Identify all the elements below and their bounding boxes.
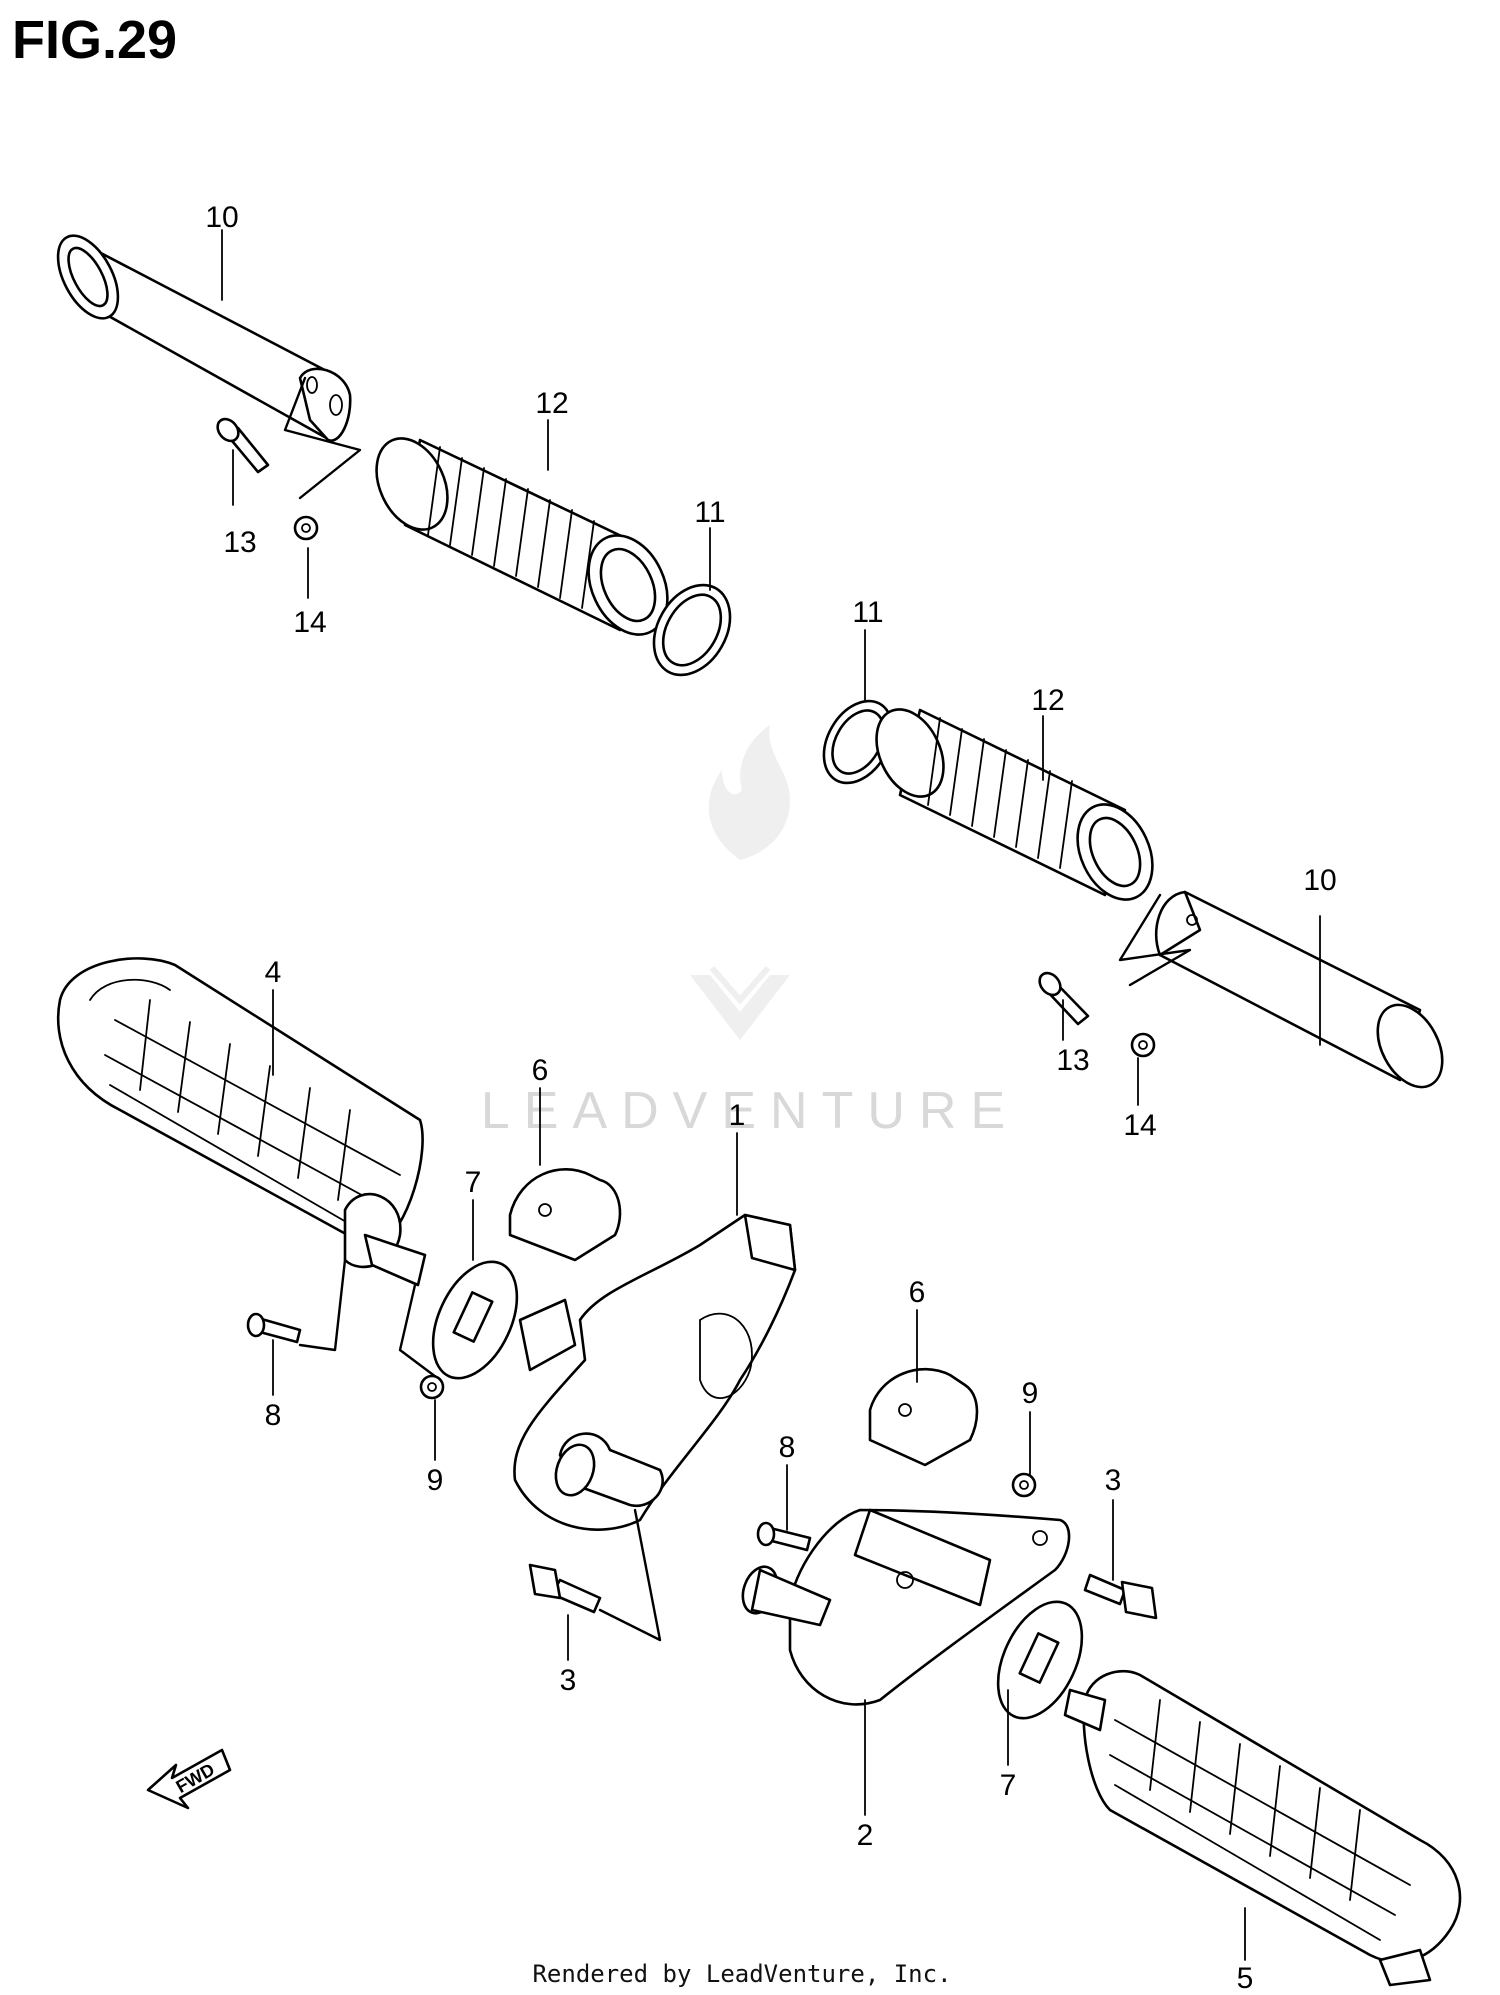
callout-4: 4 (265, 956, 282, 989)
callout-10: 10 (1303, 864, 1336, 897)
clip-right-9 (1011, 1472, 1037, 1498)
bolt-left-8 (246, 1312, 302, 1344)
figure-title: FIG.29 (12, 10, 177, 70)
callout-8: 8 (779, 1431, 796, 1464)
callout-12: 12 (1031, 684, 1064, 717)
plate-right-7 (996, 1600, 1084, 1720)
clevis-pin-right (1038, 971, 1090, 1026)
callout-14: 14 (1123, 1109, 1156, 1142)
washer-top (652, 583, 732, 677)
clip-right (1130, 1032, 1156, 1058)
callout-11: 11 (852, 596, 883, 629)
callout-11: 11 (694, 496, 725, 529)
plate-left-7 (431, 1260, 519, 1380)
footpeg-left (56, 957, 427, 1287)
callout-8: 8 (265, 1399, 282, 1432)
leader-bracket-top-left (283, 376, 362, 500)
peg-bar-right (1154, 890, 1444, 1089)
callout-leaders (221, 229, 1321, 1961)
callout-6: 6 (532, 1054, 549, 1087)
callout-13: 13 (223, 526, 256, 559)
callout-3: 3 (560, 1664, 577, 1697)
cover-left-6 (508, 1168, 622, 1262)
clip-left (293, 515, 319, 541)
footer-credit: Rendered by LeadVenture, Inc. (532, 1960, 951, 1988)
bracket-2 (741, 1508, 1071, 1706)
peg-rubber-right (875, 708, 1154, 901)
leader-bracket-left-a (298, 1258, 347, 1352)
peg-bar-left (56, 234, 352, 442)
callout-1: 1 (729, 1099, 746, 1132)
callout-12: 12 (535, 387, 568, 420)
callout-3: 3 (1105, 1464, 1122, 1497)
leader-bracket-left-c (598, 1508, 662, 1642)
leader-bracket-left-b (398, 1283, 442, 1382)
callout-9: 9 (1022, 1377, 1039, 1410)
clevis-pin-left (216, 417, 270, 474)
footpeg-right (1063, 1669, 1462, 1987)
callout-9: 9 (427, 1464, 444, 1497)
leader-bracket-right (1118, 893, 1192, 987)
watermark-logo (690, 725, 790, 1040)
callout-2: 2 (857, 1819, 874, 1852)
callout-10: 10 (205, 201, 238, 234)
callout-7: 7 (1000, 1769, 1017, 1802)
peg-rubber-top (375, 437, 669, 636)
bracket-1 (513, 1213, 797, 1531)
watermark-text: LEADVENTURE (481, 1082, 1019, 1140)
cover-right-6 (868, 1367, 979, 1467)
bolt-left-3 (528, 1563, 602, 1614)
callout-13: 13 (1056, 1044, 1089, 1077)
bolt-right-8 (756, 1521, 812, 1552)
clip-left-9 (419, 1374, 445, 1400)
fwd-arrow-icon: FWD (146, 1748, 232, 1810)
callout-7: 7 (465, 1166, 482, 1199)
callout-5: 5 (1237, 1962, 1254, 1995)
callout-14: 14 (293, 606, 326, 639)
bolt-right-3 (1083, 1573, 1158, 1620)
callout-6: 6 (909, 1276, 926, 1309)
